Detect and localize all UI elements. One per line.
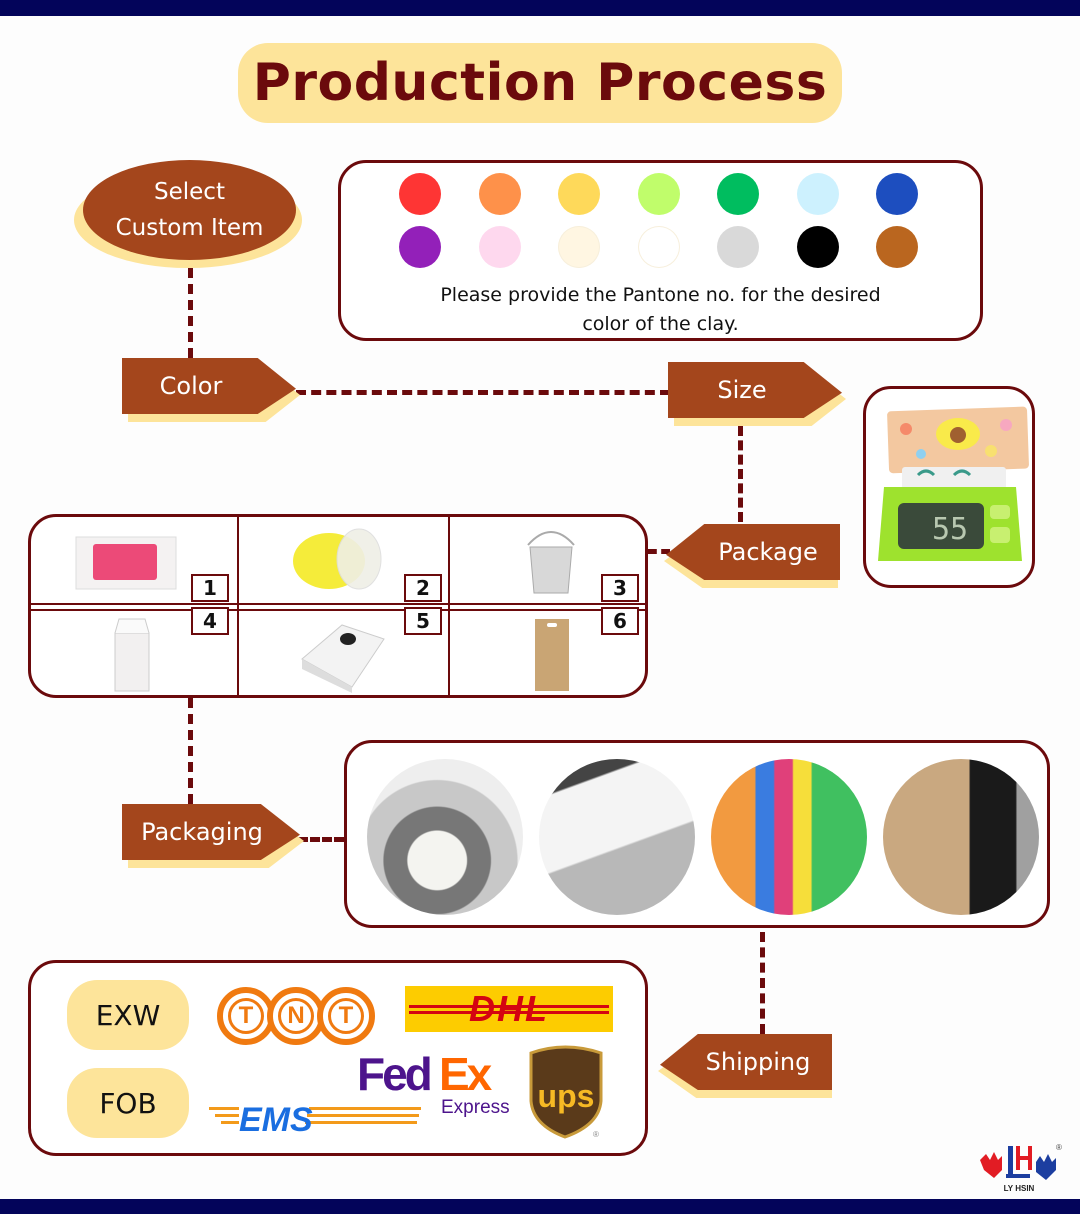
photo-stacked-clay	[711, 759, 867, 915]
window-box-image	[301, 624, 385, 693]
tnt-logo: T N T	[217, 987, 377, 1045]
option-number: 6	[601, 607, 639, 635]
dhl-logo: DHL	[405, 986, 613, 1032]
ups-shield-icon: ups ®	[529, 1045, 603, 1139]
page-title-text: Production Process	[252, 53, 828, 113]
fedex-logo: Fed Ex Express	[357, 1048, 510, 1118]
connector-size-package	[738, 426, 743, 522]
svg-text:®: ®	[1056, 1143, 1062, 1152]
package-option-2[interactable]	[271, 521, 411, 601]
option-number: 5	[404, 607, 442, 635]
step-label: Packaging	[141, 818, 263, 846]
color-swatch	[399, 226, 441, 268]
clay-on-scale-image: 55	[878, 406, 1029, 561]
color-swatch	[637, 226, 680, 268]
package-option-1[interactable]	[61, 527, 191, 597]
grid-divider	[28, 609, 648, 611]
option-number: 4	[191, 607, 229, 635]
package-option-4[interactable]	[81, 613, 181, 693]
white-box-image	[114, 618, 150, 692]
ups-logo: ups ®	[527, 1045, 607, 1139]
step-size: Size	[668, 362, 848, 428]
step-label: Color	[159, 372, 223, 400]
packaging-photos-panel	[344, 740, 1050, 928]
connector-start-color	[188, 268, 193, 358]
color-swatch	[717, 226, 759, 268]
color-panel: Please provide the Pantone no. for the d…	[338, 160, 983, 341]
term-fob: FOB	[67, 1068, 189, 1138]
note-line: Please provide the Pantone no. for the d…	[440, 284, 881, 306]
step-label: Package	[718, 538, 818, 566]
step-color: Color	[122, 358, 302, 424]
pink-clay-bag-image	[75, 536, 177, 590]
color-swatch	[717, 173, 759, 215]
grid-divider	[28, 603, 648, 605]
step-label: Select	[154, 179, 225, 205]
photo-mixing-clay	[367, 759, 523, 915]
connector-packaging-photos	[298, 837, 344, 842]
step-shipping: Shipping	[656, 1034, 836, 1100]
color-swatch	[637, 173, 680, 215]
page-title: Production Process	[238, 43, 842, 123]
step-label: Custom Item	[115, 215, 264, 241]
kraft-hang-box-image	[535, 619, 569, 691]
step-label: Size	[717, 376, 767, 404]
term-exw: EXW	[67, 980, 189, 1050]
color-swatch	[399, 173, 441, 215]
photo-loading-container	[883, 759, 1039, 915]
connector-photos-shipping	[760, 932, 765, 1034]
option-number: 1	[191, 574, 229, 602]
package-option-6[interactable]	[501, 613, 601, 693]
brand-name: LY HSIN	[1003, 1184, 1035, 1193]
yellow-clay-tub-image	[293, 528, 382, 590]
color-swatch	[876, 226, 918, 268]
shipping-panel: EXW FOB T N T DHL Fed Ex Express EMS ups…	[28, 960, 648, 1156]
step-label: Shipping	[705, 1048, 811, 1076]
brand-logo: ® LY HSIN	[976, 1140, 1062, 1196]
package-option-3[interactable]	[501, 521, 601, 601]
grid-divider	[448, 514, 450, 698]
step-select-custom-item: Select Custom Item	[83, 160, 296, 260]
ly-hsin-logo-icon: ®	[980, 1143, 1062, 1180]
color-swatch	[796, 226, 839, 268]
top-bar	[0, 0, 1080, 16]
size-image-panel: 55	[863, 386, 1035, 588]
photo-packing-clay	[539, 759, 695, 915]
color-swatch	[558, 226, 600, 268]
step-packaging: Packaging	[122, 804, 306, 870]
ems-logo: EMS	[209, 1101, 425, 1147]
option-number: 3	[601, 574, 639, 602]
clay-bucket-image	[527, 531, 575, 594]
connector-grid-packaging	[188, 698, 193, 804]
step-package: Package	[662, 524, 842, 590]
color-swatch	[478, 226, 521, 268]
scale-reading: 55	[932, 512, 968, 547]
grid-divider	[237, 514, 239, 698]
package-options-grid: 1 2 3 4 5 6	[28, 514, 648, 698]
color-swatch	[796, 173, 839, 215]
pantone-note: Please provide the Pantone no. for the d…	[341, 281, 980, 339]
color-swatch	[876, 173, 918, 215]
package-option-5[interactable]	[287, 613, 397, 693]
svg-text:®: ®	[593, 1130, 599, 1139]
color-swatch	[478, 173, 521, 215]
connector-package-grid	[648, 549, 670, 554]
option-number: 2	[404, 574, 442, 602]
svg-text:ups: ups	[538, 1078, 595, 1114]
color-swatch	[558, 173, 600, 215]
note-line: color of the clay.	[582, 313, 739, 335]
bottom-bar	[0, 1199, 1080, 1214]
connector-color-size	[296, 390, 670, 395]
